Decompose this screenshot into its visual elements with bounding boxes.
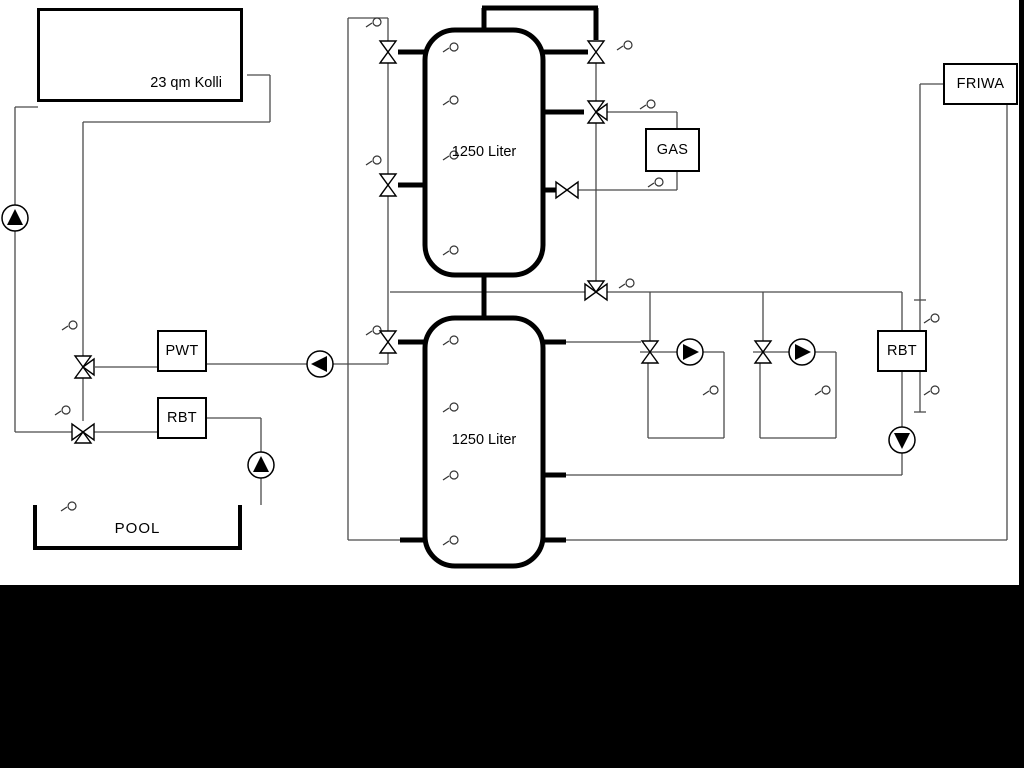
gas-boiler-box: GAS [645,128,700,172]
friwa-label: FRIWA [956,76,1005,92]
thick-pipes [398,5,599,543]
branch-b-pump-icon [788,338,816,366]
rbt-left-label: RBT [167,410,197,426]
left-column-sensor3-icon [365,325,382,336]
rbt-right-label: RBT [887,343,917,359]
valves [71,40,772,444]
rbt-right-pump-icon [888,426,916,454]
branch-b-sensor-icon [814,385,831,396]
pool-label: POOL [114,520,161,537]
pool-basin [33,505,242,550]
header-sensor-icon [618,278,635,289]
pwt-label: PWT [165,343,199,359]
tank2-body [422,315,546,569]
rbt-left-box: RBT [157,397,207,439]
branch-a-sensor-icon [702,385,719,396]
gas-label: GAS [656,142,689,158]
schematic-canvas [1,5,1008,569]
tank1-top-right-sensor-icon [616,40,633,51]
tank1-label: 1250 Liter [451,144,517,160]
tank2-left-valve-icon [379,330,397,354]
rbt-right-top-sensor-icon [923,313,940,324]
solar-valve-sensor-icon [61,320,78,331]
left-column-sensor2-icon [365,155,382,166]
pwt-box: PWT [157,330,207,372]
pool-valve-sensor-icon [54,405,71,416]
solar-pump-icon [1,204,29,232]
gas-return-sensor-icon [647,177,664,188]
rbt-right-box: RBT [877,330,927,372]
gas-mixing-valve-icon [587,100,608,124]
tank2-label: 1250 Liter [451,432,517,448]
branch-a-pump-icon [676,338,704,366]
thin-pipes [14,17,1008,541]
gas-supply-sensor-icon [639,99,656,110]
pool-pump-icon [247,451,275,479]
tank1-left-top-valve-icon [379,40,397,64]
collector-box: 23 qm Kolli [37,8,243,102]
rbt-right-bottom-sensor-icon [923,385,940,396]
pool-threeway-valve-icon [71,423,95,444]
solar-threeway-valve-icon [74,355,95,379]
gas-return-valve-icon [555,181,579,199]
pwt-pump-icon [306,350,334,378]
tank1-left-bottom-valve-icon [379,173,397,197]
tank1-body [422,27,546,278]
collector-label: 23 qm Kolli [150,75,222,91]
left-column-sensor1-icon [365,17,382,28]
letterbox-bottom [0,585,1024,768]
tank1-right-top-valve-icon [587,40,605,64]
letterbox-right [1019,0,1024,585]
header-threeway-valve-icon [584,280,608,301]
friwa-box: FRIWA [943,63,1018,105]
pool-sensor-icon [60,501,77,512]
